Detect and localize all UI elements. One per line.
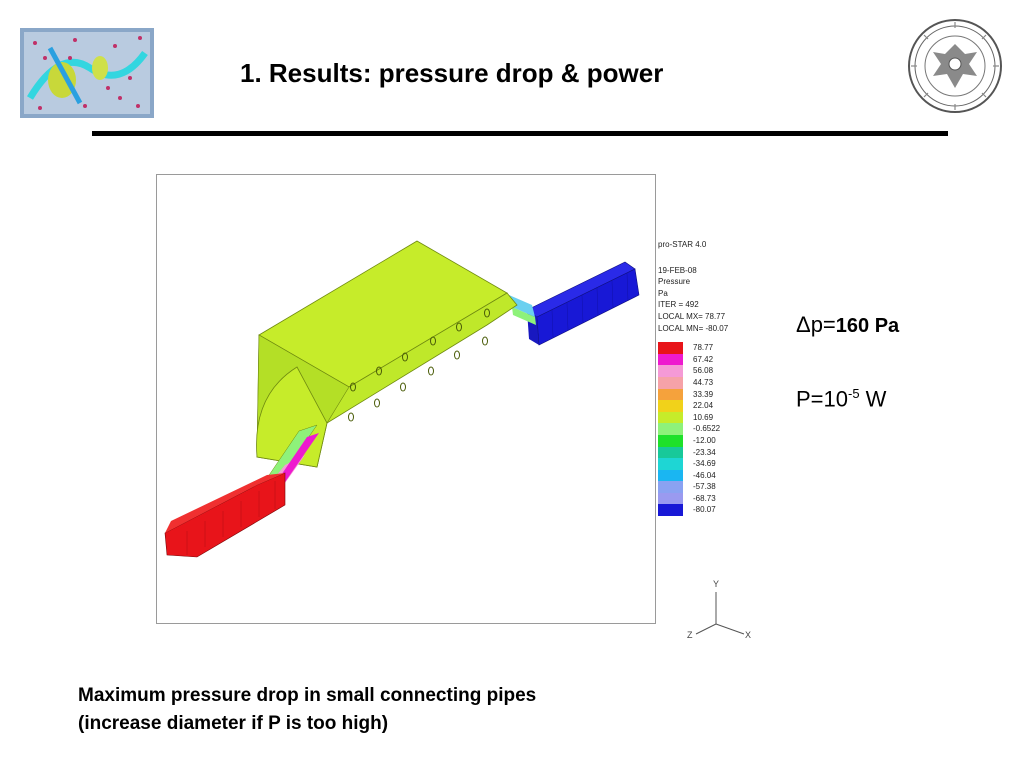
legend-local-max: LOCAL MX= 78.77 bbox=[658, 311, 726, 321]
pressure-drop-value: 160 Pa bbox=[835, 315, 900, 337]
legend-level-row: 33.39 bbox=[658, 388, 778, 401]
legend-level-row: 56.08 bbox=[658, 365, 778, 377]
legend-level-value: -12.00 bbox=[693, 435, 716, 445]
legend-swatch bbox=[658, 342, 683, 354]
legend-level-value: 56.08 bbox=[693, 366, 714, 376]
legend-level-row: -0.6522 bbox=[658, 423, 778, 435]
legend-swatch bbox=[658, 365, 683, 377]
legend-header: pro-STAR 4.0 19-FEB-08 Pressure Pa ITER … bbox=[658, 239, 778, 334]
legend-swatch bbox=[658, 481, 683, 493]
legend-swatch bbox=[658, 376, 683, 389]
caption-line-2: (increase diameter if P is too high) bbox=[78, 713, 389, 734]
power-formula: P=10-5 W bbox=[796, 386, 886, 412]
cfd-thumbnail-image bbox=[20, 28, 154, 118]
caption-line-1: Maximum pressure drop in small connectin… bbox=[78, 685, 537, 706]
legend-iter: ITER = 492 bbox=[658, 300, 699, 310]
pressure-contour-model bbox=[164, 240, 640, 558]
axis-y-label: Y bbox=[713, 579, 719, 589]
legend-swatch bbox=[658, 353, 683, 366]
pressure-drop-label: Δp= bbox=[796, 312, 836, 337]
legend-level-row: -34.69 bbox=[658, 458, 778, 470]
legend-swatch bbox=[658, 446, 683, 459]
legend-level-row: 44.73 bbox=[658, 376, 778, 389]
legend-level-value: -34.69 bbox=[693, 459, 716, 469]
legend-level-row: -46.04 bbox=[658, 469, 778, 482]
university-seal-logo bbox=[908, 19, 1002, 113]
legend-date: 19-FEB-08 bbox=[658, 265, 697, 275]
power-unit: W bbox=[859, 386, 887, 412]
power-exponent: -5 bbox=[848, 386, 860, 401]
legend-swatch bbox=[658, 458, 683, 470]
legend-swatch bbox=[658, 400, 683, 412]
legend-swatch bbox=[658, 434, 683, 447]
legend-level-value: 22.04 bbox=[693, 401, 714, 411]
legend-level-value: 78.77 bbox=[693, 343, 714, 353]
power-base: P=10 bbox=[796, 386, 848, 412]
legend-level-row: 10.69 bbox=[658, 411, 778, 424]
legend-swatch bbox=[658, 469, 683, 482]
legend-level-row: -68.73 bbox=[658, 492, 778, 505]
legend-level-value: 10.69 bbox=[693, 412, 714, 422]
legend-level-row: -80.07 bbox=[658, 504, 778, 517]
legend-level-value: 44.73 bbox=[693, 377, 714, 387]
legend-level-row: -12.00 bbox=[658, 434, 778, 447]
legend-swatch bbox=[658, 423, 683, 435]
legend-level-row: -57.38 bbox=[658, 481, 778, 493]
legend-level-value: -80.07 bbox=[693, 505, 716, 515]
legend-swatch bbox=[658, 411, 683, 424]
legend-software: pro-STAR 4.0 bbox=[658, 240, 707, 249]
pressure-legend: pro-STAR 4.0 19-FEB-08 Pressure Pa ITER … bbox=[658, 239, 778, 517]
legend-level-row: -23.34 bbox=[658, 446, 778, 459]
legend-level-value: -68.73 bbox=[693, 493, 716, 503]
legend-level-value: -46.04 bbox=[693, 470, 716, 480]
legend-level-value: 33.39 bbox=[693, 389, 714, 399]
legend-level-value: -23.34 bbox=[693, 447, 716, 457]
axis-z-label: Z bbox=[687, 630, 693, 640]
slide-title: 1. Results: pressure drop & power bbox=[240, 58, 664, 88]
axis-x-label: X bbox=[745, 630, 751, 640]
slide-caption: Maximum pressure drop in small connectin… bbox=[78, 682, 536, 738]
legend-swatch bbox=[658, 492, 683, 505]
legend-level-value: 67.42 bbox=[693, 354, 714, 364]
legend-level-row: 78.77 bbox=[658, 342, 778, 354]
legend-level-value: -0.6522 bbox=[693, 424, 721, 434]
axis-triad: Y X Z bbox=[687, 579, 751, 640]
legend-swatch bbox=[658, 504, 683, 517]
title-divider bbox=[92, 131, 948, 136]
legend-level-value: -57.38 bbox=[693, 482, 716, 492]
legend-unit: Pa bbox=[658, 288, 668, 298]
legend-local-min: LOCAL MN= -80.07 bbox=[658, 323, 729, 333]
legend-quantity: Pressure bbox=[658, 277, 691, 287]
pressure-simulation-figure bbox=[156, 174, 656, 624]
legend-level-row: 67.42 bbox=[658, 353, 778, 366]
legend-swatch bbox=[658, 388, 683, 401]
pressure-drop-formula: Δp=160 Pa bbox=[796, 312, 899, 338]
legend-level-row: 22.04 bbox=[658, 400, 778, 412]
